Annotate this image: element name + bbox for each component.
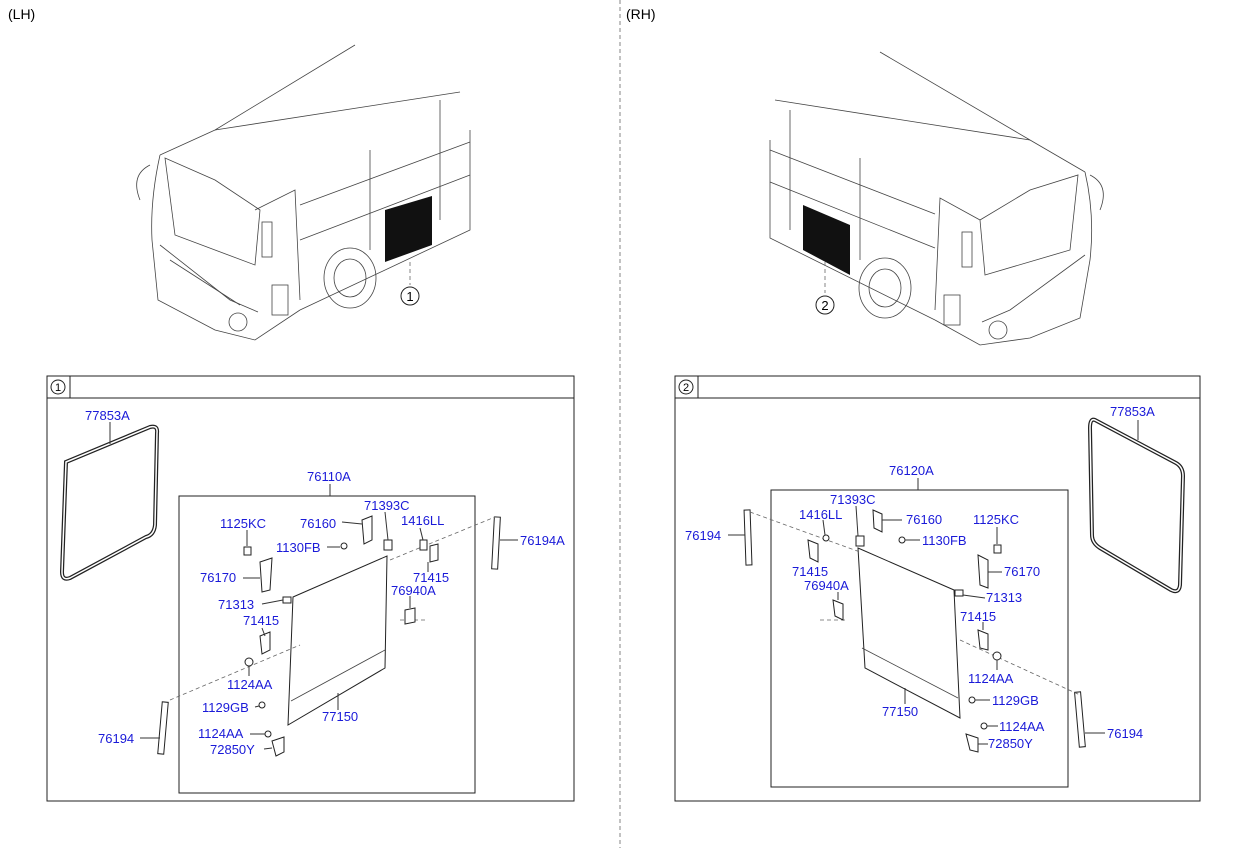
rh-label-71313: 71313 bbox=[986, 590, 1022, 605]
rh-label-76160: 76160 bbox=[906, 512, 942, 527]
lh-label-1124aa-top: 1124AA bbox=[227, 677, 273, 692]
lh-label-1129gb: 1129GB bbox=[202, 700, 249, 715]
lh-label-71313: 71313 bbox=[218, 597, 254, 612]
rh-label-76170: 76170 bbox=[1004, 564, 1040, 579]
rh-label-1129gb: 1129GB bbox=[992, 693, 1039, 708]
lh-panel-number: 1 bbox=[55, 382, 61, 394]
rh-label-71393c: 71393C bbox=[830, 492, 876, 507]
rh-rod-left bbox=[743, 509, 753, 566]
rh-side-label: (RH) bbox=[626, 6, 656, 22]
rh-label-72850y: 72850Y bbox=[988, 736, 1033, 751]
lh-label-1125kc: 1125KC bbox=[220, 516, 266, 531]
lh-label-77853a: 77853A bbox=[85, 408, 130, 423]
rh-label-1124aa-bottom: 1124AA bbox=[999, 719, 1045, 734]
lh-callout-number: 1 bbox=[406, 289, 413, 304]
lh-label-77150: 77150 bbox=[322, 709, 358, 724]
lh-bus-illustration: 1 bbox=[136, 44, 471, 341]
rh-callout-number: 2 bbox=[821, 298, 828, 313]
rh-label-1130fb: 1130FB bbox=[922, 533, 967, 548]
rh-label-71415-bottom: 71415 bbox=[960, 609, 996, 624]
lh-label-1124aa-bottom: 1124AA bbox=[198, 726, 244, 741]
rh-panel-number: 2 bbox=[683, 382, 689, 394]
rh-label-1416ll: 1416LL bbox=[799, 507, 842, 522]
rh-detail-panel: 2 bbox=[674, 375, 1201, 802]
lh-detail-panel: 1 bbox=[46, 375, 575, 802]
lh-label-76110a: 76110A bbox=[307, 469, 351, 484]
rh-label-76940a: 76940A bbox=[804, 578, 849, 593]
lh-label-71415-top: 71415 bbox=[413, 570, 449, 585]
rh-label-76120a: 76120A bbox=[889, 463, 934, 478]
rh-window-seal bbox=[1087, 417, 1186, 594]
lh-rod-bottom bbox=[157, 701, 169, 755]
lh-label-76194: 76194 bbox=[98, 731, 134, 746]
rh-label-1124aa-top: 1124AA bbox=[968, 671, 1014, 686]
lh-window-area bbox=[385, 196, 432, 262]
lh-label-76940a: 76940A bbox=[391, 583, 436, 598]
rh-label-71415-top: 71415 bbox=[792, 564, 828, 579]
lh-label-72850y: 72850Y bbox=[210, 742, 255, 757]
lh-label-1130fb: 1130FB bbox=[276, 540, 321, 555]
lh-side-label: (LH) bbox=[8, 6, 36, 22]
lh-glass-panel bbox=[287, 555, 388, 726]
rh-window-area bbox=[803, 205, 850, 275]
rh-label-77150: 77150 bbox=[882, 704, 918, 719]
lh-label-71393c: 71393C bbox=[364, 498, 410, 513]
lh-label-76160: 76160 bbox=[300, 516, 336, 531]
lh-label-76170: 76170 bbox=[200, 570, 236, 585]
rh-glass-panel bbox=[857, 547, 961, 719]
rh-label-1125kc: 1125KC bbox=[973, 512, 1019, 527]
lh-label-1416ll: 1416LL bbox=[401, 513, 444, 528]
rh-bus-illustration: 2 bbox=[769, 51, 1104, 346]
rh-label-76194-right: 76194 bbox=[1107, 726, 1143, 741]
rh-label-76194: 76194 bbox=[685, 528, 721, 543]
lh-label-71415-bottom: 71415 bbox=[243, 613, 279, 628]
rh-label-77853a: 77853A bbox=[1110, 404, 1155, 419]
lh-rod-top bbox=[491, 516, 501, 570]
rh-rod-right bbox=[1074, 691, 1086, 748]
lh-label-76194a: 76194A bbox=[520, 533, 565, 548]
